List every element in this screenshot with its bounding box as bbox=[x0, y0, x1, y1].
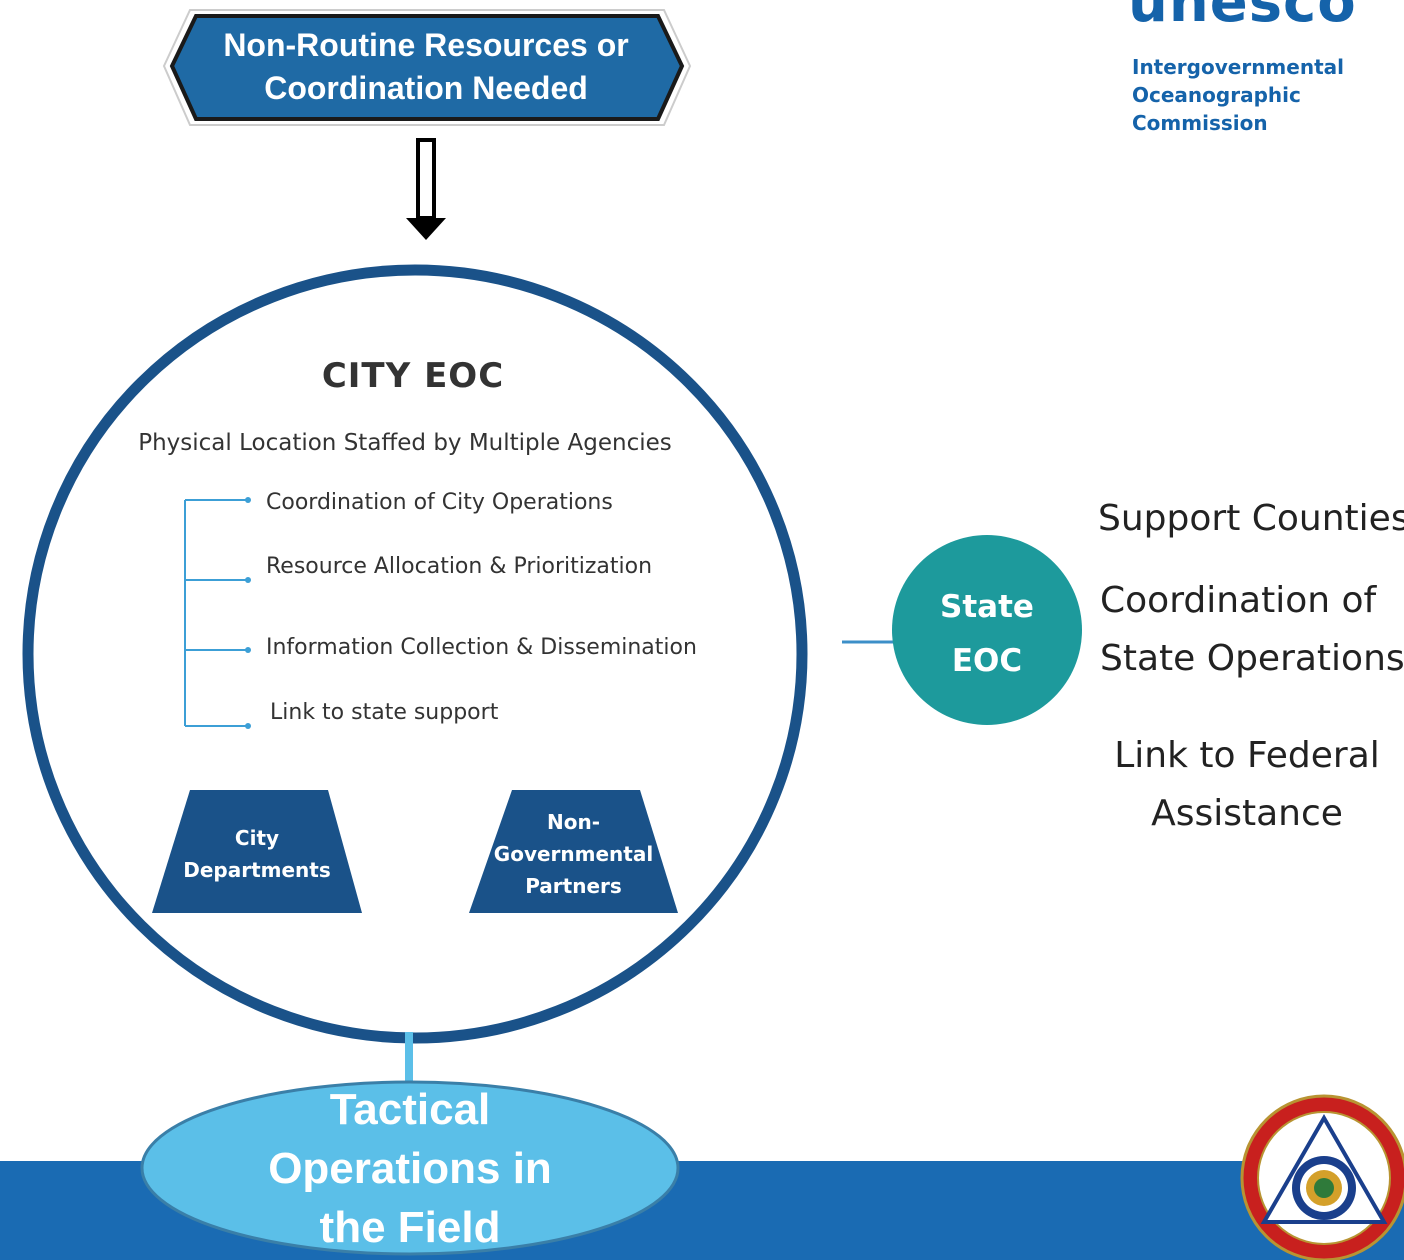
state-eoc-line-2: EOC bbox=[951, 643, 1023, 679]
state-note-coordination-1: Coordination of bbox=[1100, 580, 1377, 621]
bullet-dot bbox=[245, 647, 251, 653]
logo-line-1: Intergovernmental bbox=[1132, 55, 1344, 79]
top-hexagon bbox=[169, 14, 685, 121]
ngo-partners-trapezoid bbox=[469, 790, 678, 913]
bullet-dot bbox=[245, 723, 251, 729]
ngo-partners-line-1: Non- bbox=[546, 810, 601, 834]
tactical-line-3: the Field bbox=[319, 1203, 501, 1252]
arrow-shaft bbox=[416, 138, 436, 220]
city-eoc-item: Resource Allocation & Prioritization bbox=[266, 554, 653, 579]
arrow-head bbox=[406, 218, 446, 240]
state-note-link-1: Link to Federal bbox=[1114, 735, 1380, 776]
tactical-label: Tactical Operations in the Field bbox=[175, 1080, 645, 1257]
city-eoc-item: Link to state support bbox=[270, 700, 499, 725]
city-eoc-item: Coordination of City Operations bbox=[266, 490, 613, 515]
top-hexagon-line-2: Coordination Needed bbox=[264, 70, 588, 106]
state-note-link-2: Assistance bbox=[1151, 793, 1343, 834]
top-hexagon-line-1: Non-Routine Resources or bbox=[223, 27, 629, 63]
state-note-support: Support Counties bbox=[1098, 498, 1404, 539]
state-eoc-circle bbox=[892, 535, 1082, 725]
logo-line-3: Commission bbox=[1132, 111, 1268, 135]
unesco-logo-wordmark: unesco bbox=[1128, 0, 1357, 35]
logo-line-2: Oceanographic bbox=[1132, 83, 1301, 107]
state-eoc-label: State EOC bbox=[892, 580, 1082, 688]
tactical-line-2: Operations in bbox=[268, 1144, 552, 1193]
city-departments-line-1: City bbox=[234, 826, 280, 850]
state-note-coordination-2: State Operations bbox=[1100, 638, 1404, 679]
bullet-dot bbox=[245, 497, 251, 503]
ngo-partners-line-2: Governmental bbox=[493, 842, 654, 866]
top-hexagon-label: Non-Routine Resources or Coordination Ne… bbox=[178, 24, 674, 110]
tactical-line-1: Tactical bbox=[329, 1085, 491, 1134]
city-eoc-item: Information Collection & Dissemination bbox=[266, 635, 697, 660]
ngo-partners-label: Non- Governmental Partners bbox=[469, 806, 678, 902]
city-departments-line-2: Departments bbox=[183, 858, 331, 882]
bullet-dot bbox=[245, 577, 251, 583]
city-departments-label: City Departments bbox=[152, 822, 362, 886]
city-eoc-subtitle: Physical Location Staffed by Multiple Ag… bbox=[138, 430, 672, 456]
city-eoc-title: CITY EOC bbox=[321, 356, 505, 396]
city-departments-trapezoid bbox=[152, 790, 362, 913]
tactical-ellipse bbox=[140, 1080, 680, 1256]
dem-seal-icon bbox=[1240, 1094, 1404, 1260]
item-bracket bbox=[184, 499, 248, 727]
state-eoc-line-1: State bbox=[940, 589, 1034, 625]
ngo-partners-line-3: Partners bbox=[525, 874, 622, 898]
